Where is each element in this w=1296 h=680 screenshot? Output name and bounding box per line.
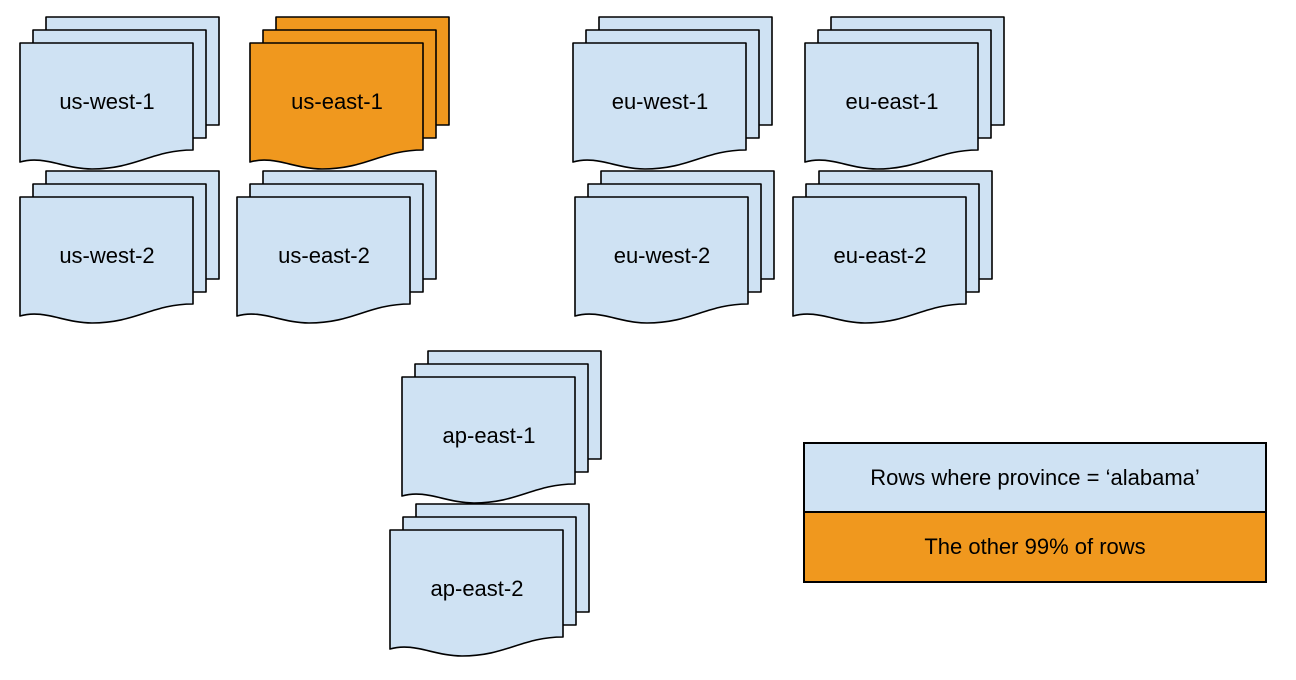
document-shape [572, 42, 747, 170]
document-shape [389, 529, 564, 657]
document-stack-us-east-1: us-east-1 [249, 16, 452, 172]
region-label: eu-east-2 [834, 243, 927, 268]
region-label: us-east-2 [278, 243, 370, 268]
document-shape [249, 42, 424, 170]
legend-item-label: Rows where province = ‘alabama’ [870, 464, 1200, 490]
region-label: us-east-1 [291, 89, 383, 114]
document-shape [236, 196, 411, 324]
document-stack-ap-east-2: ap-east-2 [389, 503, 592, 659]
document-shape [19, 196, 194, 324]
legend-item-label: The other 99% of rows [924, 534, 1146, 559]
document-shape [804, 42, 979, 170]
region-label: ap-east-2 [431, 576, 524, 601]
region-label: eu-west-1 [612, 89, 709, 114]
document-stack-us-west-2: us-west-2 [19, 170, 222, 326]
document-shape [574, 196, 749, 324]
document-shape [401, 376, 576, 504]
document-shape [19, 42, 194, 170]
legend-item-alabama: Rows where province = ‘alabama’ [805, 444, 1265, 511]
document-stack-eu-east-2: eu-east-2 [792, 170, 995, 326]
region-label: us-west-2 [59, 243, 154, 268]
document-stack-ap-east-1: ap-east-1 [401, 350, 604, 506]
document-stack-us-east-2: us-east-2 [236, 170, 439, 326]
legend-item-other-rows: The other 99% of rows [805, 511, 1265, 581]
legend: Rows where province = ‘alabama’ The othe… [803, 442, 1267, 583]
document-stack-eu-east-1: eu-east-1 [804, 16, 1007, 172]
region-label: us-west-1 [59, 89, 154, 114]
region-label: ap-east-1 [443, 423, 536, 448]
document-stack-eu-west-1: eu-west-1 [572, 16, 775, 172]
document-shape [792, 196, 967, 324]
region-label: eu-east-1 [846, 89, 939, 114]
region-label: eu-west-2 [614, 243, 711, 268]
document-stack-eu-west-2: eu-west-2 [574, 170, 777, 326]
document-stack-us-west-1: us-west-1 [19, 16, 222, 172]
